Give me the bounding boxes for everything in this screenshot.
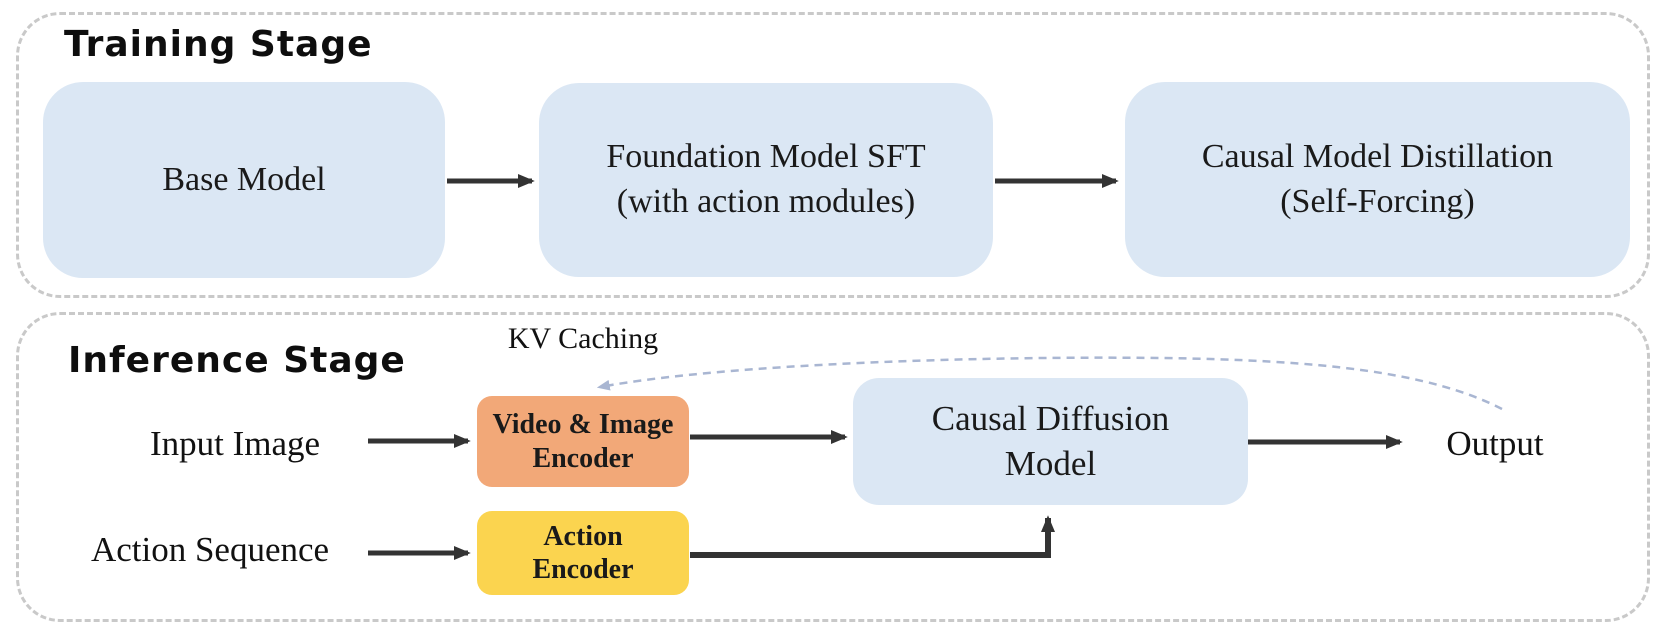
action-sequence-label: Action Sequence	[90, 530, 330, 569]
training-stage-title: Training Stage	[64, 24, 373, 65]
video-image-encoder-box: Video & Image Encoder	[477, 396, 689, 487]
causal-distillation-label-line1: Causal Model Distillation	[1201, 137, 1554, 175]
base-model-box: Base Model	[43, 82, 445, 278]
input-image-label: Input Image	[149, 424, 321, 463]
foundation-sft-label-line1: Foundation Model SFT	[606, 138, 926, 176]
causal-distillation-label-line2: (Self-Forcing)	[1280, 182, 1475, 220]
causal-diffusion-model-label-line1: Causal Diffusion	[931, 398, 1170, 438]
action-encoder-box: Action Encoder	[477, 511, 689, 595]
inference-stage-title: Inference Stage	[68, 340, 406, 381]
kv-caching-label: KV Caching	[507, 322, 659, 355]
causal-diffusion-model-label-line2: Model	[1004, 443, 1097, 483]
action-encoder-label-line1: Action	[543, 520, 623, 552]
action-encoder-label-line2: Encoder	[532, 554, 634, 585]
base-model-label: Base Model	[162, 160, 326, 198]
foundation-sft-box: Foundation Model SFT (with action module…	[539, 83, 993, 277]
video-image-encoder-label-line2: Encoder	[532, 442, 634, 474]
video-image-encoder-label-line1: Video & Image	[492, 409, 674, 441]
causal-diffusion-model-box: Causal Diffusion Model	[853, 378, 1248, 505]
foundation-sft-label-line2: (with action modules)	[616, 183, 916, 220]
causal-distillation-box: Causal Model Distillation (Self-Forcing)	[1125, 82, 1630, 277]
output-label: Output	[1446, 424, 1544, 463]
